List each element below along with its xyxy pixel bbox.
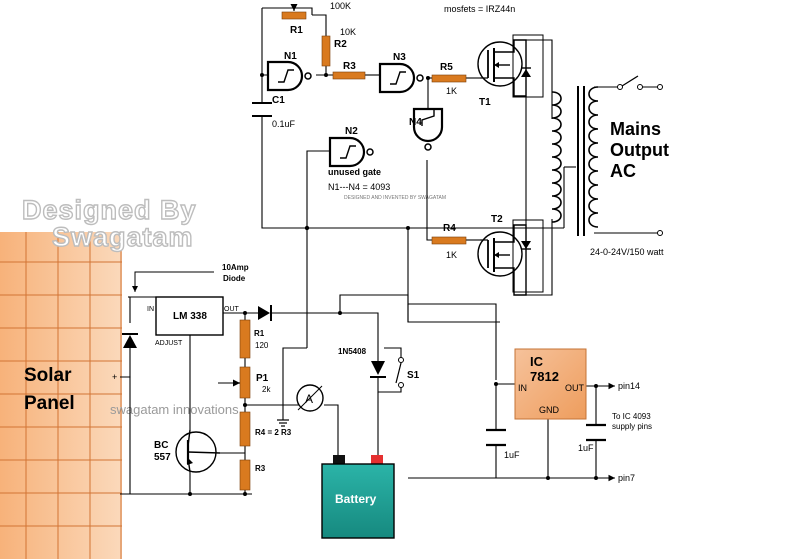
battery-label: Battery	[335, 492, 377, 506]
resistor-r5	[431, 74, 467, 83]
lm338-out: OUT	[224, 306, 240, 313]
unused-gate-label: unused gate	[328, 167, 381, 177]
bc557-label-line2: 557	[154, 452, 171, 463]
solar-label-line1: Solar	[24, 365, 72, 386]
ic-gnd: GND	[539, 405, 560, 415]
ic-label-line2: 7812	[530, 369, 559, 384]
ic-label-line1: IC	[530, 354, 544, 369]
nand-gate-n1	[266, 60, 312, 92]
bc557-label-line1: BC	[154, 440, 168, 451]
mains-label-line1: Mains	[610, 119, 661, 139]
to-ic-line2: supply pins	[612, 422, 652, 431]
junction-dots	[188, 73, 598, 496]
to-ic-line1: To IC 4093	[612, 412, 651, 421]
n1-label: N1	[284, 51, 297, 62]
nand-gate-n2	[328, 136, 374, 168]
potentiometer-p1	[239, 366, 251, 399]
r5-value: 1K	[446, 86, 457, 96]
p1-label: P1	[256, 373, 269, 384]
cap-left-value: 1uF	[504, 450, 520, 460]
watermark-line1: Designed By	[22, 195, 197, 225]
watermark-footer: swagatam innovations	[110, 402, 239, 417]
r2-label: R2	[334, 39, 347, 50]
capacitor-left	[486, 428, 506, 447]
s1-label: S1	[407, 370, 420, 381]
n2-label: N2	[345, 126, 358, 137]
resistor-r4	[431, 236, 467, 245]
cap-right-value: 1uF	[578, 443, 594, 453]
input-diode	[122, 333, 138, 348]
resistor-r4-reg	[239, 411, 251, 447]
solar-label-line2: Panel	[24, 393, 75, 414]
capacitor-c1	[252, 102, 272, 117]
nand-gate-n3	[378, 62, 424, 94]
capacitor-right	[586, 423, 606, 442]
r4-equation: R4 = 2 R3	[255, 428, 292, 437]
ic-7812	[514, 348, 587, 420]
solar-panel: Solar Panel	[0, 232, 122, 559]
nand-gate-n4	[412, 107, 444, 151]
diode-label-line2: Diode	[223, 274, 246, 283]
lm338-label: LM 338	[173, 311, 207, 322]
resistor-reg-r1	[239, 319, 251, 359]
n4-label: N4	[409, 117, 422, 128]
watermark-center: DESIGNED AND INVENTED BY SWAGATAM	[344, 195, 446, 201]
n3-label: N3	[393, 52, 406, 63]
lm338-regulator	[155, 296, 224, 336]
c1-value: 0.1uF	[272, 119, 296, 129]
r5-label: R5	[440, 62, 453, 73]
diode-1n5408-label: 1N5408	[338, 347, 367, 356]
lm338-adjust: ADJUST	[155, 340, 183, 347]
battery	[321, 455, 395, 539]
r2-value: 10K	[340, 27, 356, 37]
mains-label-line3: AC	[610, 161, 636, 181]
resistor-r1	[281, 11, 307, 20]
transistor-bc557	[175, 429, 221, 473]
watermark-line2: Swagatam	[52, 222, 194, 252]
r3-label: R3	[343, 61, 356, 72]
r4-value: 1K	[446, 250, 457, 260]
diode-label-line1: 10Amp	[222, 263, 249, 272]
diode-pointer	[132, 271, 214, 292]
transformer	[551, 86, 599, 236]
solar-plus: +	[112, 372, 117, 382]
switch-s1	[395, 357, 404, 388]
c1-label: C1	[272, 95, 285, 106]
p1-value: 2k	[262, 385, 271, 394]
ic-out: OUT	[565, 383, 585, 393]
resistor-r3	[332, 71, 366, 80]
reg-r1-value: 120	[255, 341, 269, 350]
mosfet-t2	[477, 219, 544, 296]
r1-label: R1	[290, 25, 303, 36]
t2-label: T2	[491, 214, 503, 225]
transformer-rating: 24-0-24V/150 watt	[590, 247, 664, 257]
r3-reg-label: R3	[255, 464, 266, 473]
mains-label-line2: Output	[610, 140, 669, 160]
output-switch	[617, 75, 663, 236]
ground-symbol	[277, 419, 289, 427]
mosfets-note: mosfets = IRZ44n	[444, 4, 515, 14]
mosfet-t1	[477, 34, 544, 98]
r4-label: R4	[443, 223, 456, 234]
lm338-in: IN	[147, 306, 154, 313]
pin7-label: pin7	[618, 473, 635, 483]
ammeter: A	[296, 384, 324, 412]
t1-label: T1	[479, 97, 491, 108]
ic-in: IN	[518, 383, 527, 393]
diode-1n5408	[370, 361, 386, 378]
gates-note: N1---N4 = 4093	[328, 182, 390, 192]
r1-value: 100K	[330, 1, 351, 11]
diode-10amp	[258, 305, 272, 321]
resistor-r2	[321, 35, 331, 67]
reg-r1-label: R1	[254, 329, 265, 338]
resistor-r3-reg	[239, 459, 251, 491]
pin14-label: pin14	[618, 381, 640, 391]
